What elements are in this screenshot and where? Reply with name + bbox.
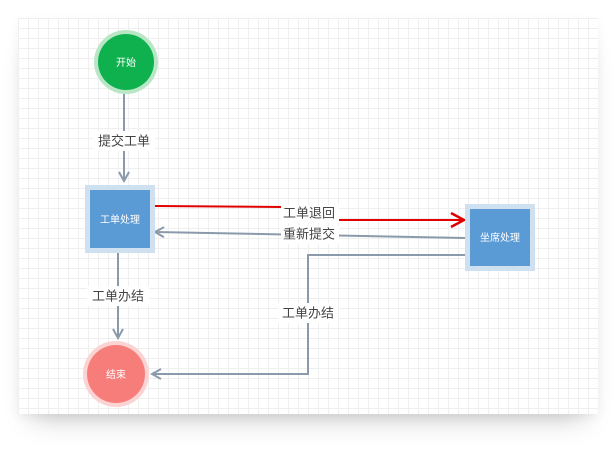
edge-label-bg [87, 286, 149, 306]
node-agent-label: 坐席处理 [480, 231, 520, 244]
edge-label-resubmit: 重新提交 [283, 227, 335, 243]
edge-label-return: 工单退回 [283, 207, 335, 222]
edge-label-finish-right: 工单办结 [282, 307, 334, 322]
node-process[interactable]: 工单处理 [85, 185, 155, 253]
edge-label-bg [281, 226, 339, 244]
edge-label-submit: 提交工单 [98, 134, 150, 150]
node-start[interactable]: 开始 [94, 30, 158, 94]
node-start-label: 开始 [116, 56, 136, 69]
edge-label-bg [278, 303, 338, 323]
node-process-label: 工单处理 [100, 214, 140, 226]
node-end[interactable]: 结束 [83, 341, 149, 407]
node-agent[interactable]: 坐席处理 [465, 204, 535, 271]
edge-label-bg [281, 205, 339, 223]
node-end-label: 结束 [106, 368, 126, 381]
edge-label-finish-left: 工单办结 [92, 290, 144, 305]
edge-label-bg [93, 131, 155, 151]
